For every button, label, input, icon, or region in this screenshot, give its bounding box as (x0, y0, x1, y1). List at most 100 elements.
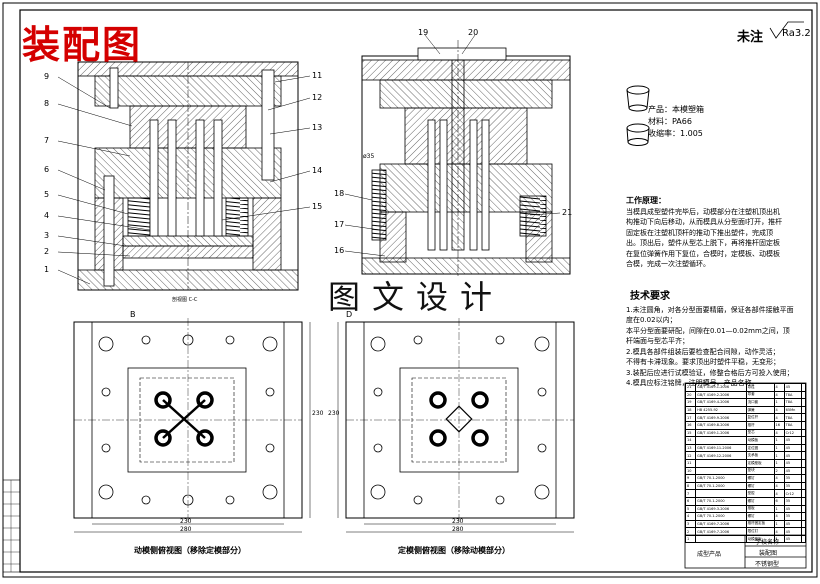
product-sketch (626, 85, 650, 146)
part-number: 1 (44, 265, 50, 274)
bom-cell: 16 (773, 420, 785, 430)
bom-cell: 1 (773, 443, 785, 453)
bom-cell: 1 (773, 436, 785, 445)
bom-cell: GB/T 70.1-2000 (695, 512, 747, 521)
work-principle: 工作原理： 当模具成型塑件完毕后，动模部分在注塑机顶出机构推动下向后移动，从而模… (626, 196, 786, 270)
part-number: 18 (334, 189, 345, 198)
bom-cell: GB/T 4169.8-2006 (695, 420, 747, 430)
bom-cell: 4 (773, 383, 785, 392)
bom-cell: 9 (684, 474, 697, 483)
bom-cell: GB/T 4169.2-2006 (695, 390, 747, 400)
bom-cell: 螺钉 (745, 474, 775, 483)
moving-view-label: 动模侧俯视图（移除定模部分） (134, 546, 246, 555)
bom-cell (800, 466, 807, 476)
bom-cell (800, 496, 807, 506)
bom-cell: 4 (684, 512, 697, 521)
bom-cell: 19 (684, 398, 697, 407)
right-section-view (361, 40, 571, 278)
bom-cell: 动模板 (745, 436, 775, 445)
bom-cell: GB/T 4169.7-2006 (695, 519, 747, 529)
bom-cell: 弹簧 (745, 405, 775, 415)
bom-cell: 导套 (745, 390, 775, 400)
part-number: 9 (44, 72, 50, 81)
watermark-text: 图文设计 (328, 278, 505, 316)
bom-cell: 12 (684, 451, 697, 460)
bom-cell: 6 (773, 496, 785, 506)
bom-cell: 型腔 (745, 489, 775, 498)
bom-cell: 浇口套 (745, 398, 775, 407)
bom-cell: 17 (684, 413, 697, 422)
bom-cell (800, 481, 807, 491)
bom-cell (800, 504, 807, 514)
bom-cell: T8A (783, 420, 802, 430)
bom-cell: 推杆固定板 (745, 519, 775, 529)
bom-cell: 1 (773, 519, 785, 529)
bom-cell: 35 (783, 474, 802, 483)
part-number: 16 (334, 246, 345, 255)
product-info-line: 材料：PA66 (648, 117, 692, 126)
bom-cell: GB/T 4169.1-2006 (695, 428, 747, 438)
tech-req-item: 1.未注圆角，对各分型面要精磨，保证各部件接触平面度在0.02以内； (626, 305, 794, 325)
section-label: 剖视图 C-C (172, 297, 198, 303)
part-number: 17 (334, 220, 345, 229)
dim-width-right: 230 (452, 518, 464, 525)
bom-cell: 15 (684, 428, 697, 438)
bom-cell: 螺钉 (745, 512, 775, 521)
bom-cell: 45 (783, 458, 802, 468)
section-dim: ø35 (363, 153, 375, 160)
bom-cell: 1 (773, 451, 785, 460)
bom-cell: 螺钉 (745, 481, 775, 491)
dim-width-left: 230 (180, 518, 192, 525)
bom-cell: GB/T 4169.4-2006 (695, 398, 747, 407)
bom-cell: 45 (783, 466, 802, 476)
part-number: 7 (44, 136, 50, 145)
product-info: 产品：本模塑箱 材料：PA66 收缩率：1.005 (648, 104, 704, 140)
bom-cell (800, 436, 807, 445)
bom-cell (800, 390, 807, 400)
title-block-sheet: 不锈钢型 (755, 561, 780, 568)
dim-height-left: 230 (312, 410, 324, 417)
part-number: 5 (44, 190, 50, 199)
bom-cell: 4 (773, 405, 785, 415)
bom-cell: 1 (684, 534, 697, 544)
part-number: 6 (44, 165, 50, 174)
bom-cell: 3 (684, 519, 697, 529)
bom-cell: 定位圈 (745, 443, 775, 453)
part-number: 13 (312, 123, 323, 132)
bom-cell: GB/T 4169.1-2006 (695, 383, 747, 392)
bom-cell: 45 (783, 443, 802, 453)
title-block-school: 学校名称 (755, 539, 780, 546)
bom-cell: GB/T 4169.11-2006 (695, 443, 747, 453)
bom-cell: GB/T 70.1-2000 (695, 481, 747, 491)
bom-cell: 45 (783, 504, 802, 514)
bom-cell: 10 (684, 466, 697, 476)
dim-height-right: 230 (328, 410, 340, 417)
part-number: 21 (562, 208, 573, 217)
part-number: 14 (312, 166, 323, 175)
bom-cell: Cr12 (783, 428, 802, 438)
bom-cell: 45 (783, 383, 802, 392)
bom-cell: 4 (773, 489, 785, 498)
bom-cell: 21 (684, 383, 697, 392)
bom-cell: GB/T 4169.3-2006 (695, 504, 747, 514)
bom-cell: 导柱 (745, 383, 775, 392)
bom-cell (695, 466, 747, 476)
part-number: 4 (44, 211, 50, 220)
bom-cell: 复位杆 (745, 413, 775, 422)
bom-cell (800, 413, 807, 422)
bom-cell (695, 436, 747, 445)
